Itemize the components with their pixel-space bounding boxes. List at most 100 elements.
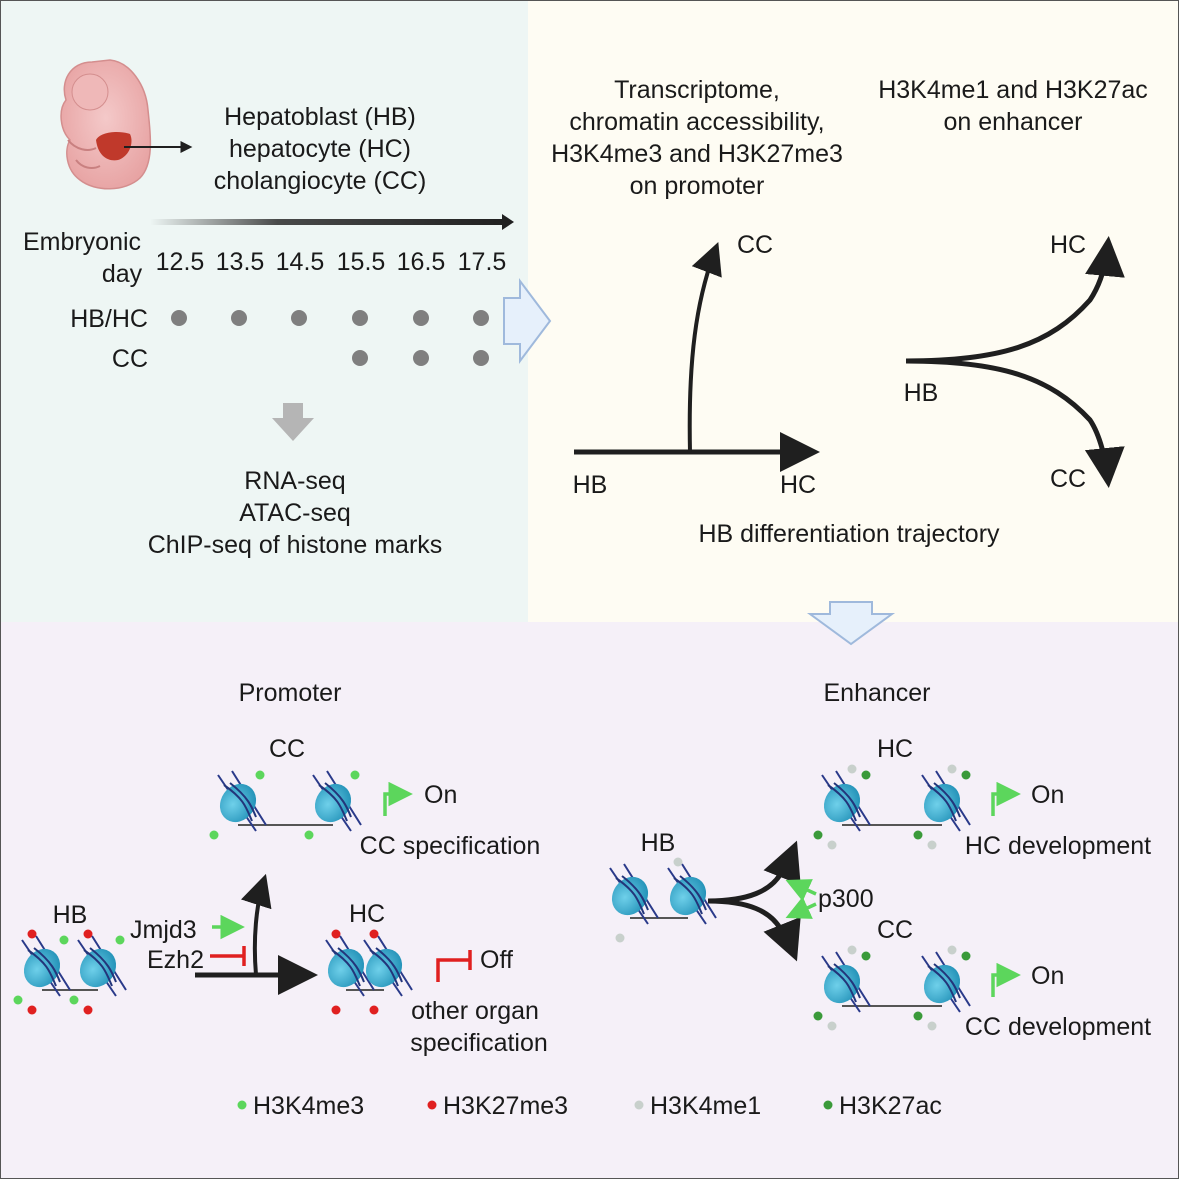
nucleosome-icon bbox=[209, 770, 267, 840]
legend-swatch-h3k27ac bbox=[823, 1100, 833, 1110]
promoter-branch-arrow bbox=[240, 873, 272, 976]
jmjd3-label: Jmjd3 bbox=[130, 916, 197, 944]
day-label: 16.5 bbox=[397, 248, 446, 276]
blue-down-arrow bbox=[806, 601, 896, 646]
assay-label: ATAC-seq bbox=[239, 499, 351, 527]
timeline-label-line-1: Embryonic bbox=[23, 228, 141, 256]
promoter-hb-label: HB bbox=[53, 901, 88, 929]
promoter-header: Transcriptome, chromatin accessibility, … bbox=[551, 76, 843, 200]
sample-dot bbox=[171, 310, 187, 326]
panel-top-right bbox=[528, 0, 1179, 622]
sample-dot bbox=[231, 310, 247, 326]
day-label: 17.5 bbox=[458, 248, 507, 276]
p300-arrow-down bbox=[785, 896, 817, 919]
sample-label: Hepatoblast (HB) hepatocyte (HC) cholang… bbox=[214, 103, 427, 195]
enh-traj-hb-label: HB bbox=[904, 379, 939, 407]
ezh2-label: Ezh2 bbox=[147, 946, 204, 974]
enhancer-title: Enhancer bbox=[823, 679, 930, 707]
assay-list: RNA-seq ATAC-seq ChIP-seq of histone mar… bbox=[148, 467, 443, 559]
blue-right-arrow bbox=[503, 278, 552, 364]
promoter-header-line: on promoter bbox=[630, 172, 765, 200]
sample-dot bbox=[473, 350, 489, 366]
assay-label: RNA-seq bbox=[244, 467, 345, 495]
enhancer-hc-label: HC bbox=[877, 735, 913, 763]
enhancer-cc-on: On bbox=[1031, 962, 1064, 990]
nucleosome-icon bbox=[304, 770, 362, 840]
p300-arrow-up bbox=[785, 879, 817, 902]
promoter-hc-outcome-line: specification bbox=[410, 1029, 548, 1057]
timeline-arrow bbox=[150, 214, 514, 230]
day-label: 12.5 bbox=[156, 248, 205, 276]
nucleosome-icon bbox=[363, 929, 413, 1015]
nucleosome-icon bbox=[667, 857, 717, 925]
sample-label-line-2: hepatocyte (HC) bbox=[229, 135, 411, 163]
gene-on-arrow-icon bbox=[383, 781, 413, 816]
nucleosome-icon bbox=[609, 863, 659, 943]
nucleosome-pair-enh-hb bbox=[609, 857, 717, 943]
enhancer-fork bbox=[707, 840, 801, 962]
sample-dot bbox=[352, 310, 368, 326]
promoter-header-line: H3K4me3 and H3K27me3 bbox=[551, 140, 843, 168]
enhancer-cc-label: CC bbox=[877, 916, 913, 944]
gene-off-bar-icon bbox=[436, 950, 472, 982]
promoter-header-line: Transcriptome, bbox=[614, 76, 780, 104]
legend-label: H3K4me3 bbox=[253, 1092, 364, 1120]
enhancer-header: H3K4me1 and H3K27ac on enhancer bbox=[878, 76, 1148, 136]
sample-label-line-3: cholangiocyte (CC) bbox=[214, 167, 427, 195]
promoter-cc-label: CC bbox=[269, 735, 305, 763]
traj-cc-label: CC bbox=[737, 231, 773, 259]
sample-dot bbox=[413, 350, 429, 366]
enh-traj-hc-label: HC bbox=[1050, 231, 1086, 259]
promoter-hc-off: Off bbox=[480, 946, 513, 974]
ezh2-inhibition bbox=[210, 946, 246, 966]
nucleosome-pair-hc bbox=[325, 929, 413, 1015]
nucleosome-icon bbox=[69, 929, 127, 1015]
legend-label: H3K27ac bbox=[839, 1092, 942, 1120]
enhancer-header-line: H3K4me1 and H3K27ac bbox=[878, 76, 1148, 104]
nucleosome-pair-enh-hc bbox=[813, 764, 971, 850]
enhancer-trajectory bbox=[905, 236, 1125, 488]
nucleosome-icon bbox=[813, 945, 871, 1031]
promoter-cc-on: On bbox=[424, 781, 457, 809]
promoter-trajectory bbox=[574, 242, 820, 472]
row-label-cc: CC bbox=[112, 345, 148, 373]
sample-label-line-1: Hepatoblast (HB) bbox=[224, 103, 416, 131]
nucleosome-pair-hb bbox=[13, 929, 127, 1015]
gray-down-arrow bbox=[272, 403, 314, 441]
promoter-hc-label: HC bbox=[349, 900, 385, 928]
row-label-hbhc: HB/HC bbox=[70, 305, 148, 333]
legend: H3K4me3 H3K27me3 H3K4me1 H3K27ac bbox=[237, 1092, 942, 1120]
nucleosome-icon bbox=[913, 764, 971, 850]
nucleosome-icon bbox=[813, 764, 871, 850]
legend-label: H3K27me3 bbox=[443, 1092, 568, 1120]
day-label: 14.5 bbox=[276, 248, 325, 276]
legend-swatch-h3k27me3 bbox=[427, 1100, 437, 1110]
p300-label: p300 bbox=[818, 885, 874, 913]
timeline-label-line-2: day bbox=[102, 260, 143, 288]
promoter-hc-outcome-line: other organ bbox=[411, 997, 539, 1025]
enh-traj-cc-label: CC bbox=[1050, 465, 1086, 493]
day-label: 13.5 bbox=[216, 248, 265, 276]
promoter-cc-outcome: CC specification bbox=[360, 832, 541, 860]
sample-dot bbox=[352, 350, 368, 366]
traj-hc-label: HC bbox=[780, 471, 816, 499]
enhancer-hc-outcome: HC development bbox=[965, 832, 1151, 860]
enhancer-header-line: on enhancer bbox=[943, 108, 1082, 136]
legend-swatch-h3k4me3 bbox=[237, 1100, 247, 1110]
day-ticks: 12.5 13.5 14.5 15.5 16.5 17.5 bbox=[156, 248, 507, 276]
assay-label: ChIP-seq of histone marks bbox=[148, 531, 443, 559]
gene-on-arrow-icon bbox=[991, 781, 1021, 816]
enhancer-hb-label: HB bbox=[641, 829, 676, 857]
sample-dot bbox=[291, 310, 307, 326]
legend-label: H3K4me1 bbox=[650, 1092, 761, 1120]
legend-swatch-h3k4me1 bbox=[634, 1100, 644, 1110]
nucleosome-icon bbox=[325, 929, 375, 1015]
traj-hb-label: HB bbox=[573, 471, 608, 499]
liver-icon bbox=[96, 132, 132, 161]
embryo-icon bbox=[60, 59, 152, 190]
nucleosome-icon bbox=[13, 929, 71, 1015]
promoter-title: Promoter bbox=[239, 679, 342, 707]
gene-on-arrow-icon bbox=[991, 962, 1021, 997]
